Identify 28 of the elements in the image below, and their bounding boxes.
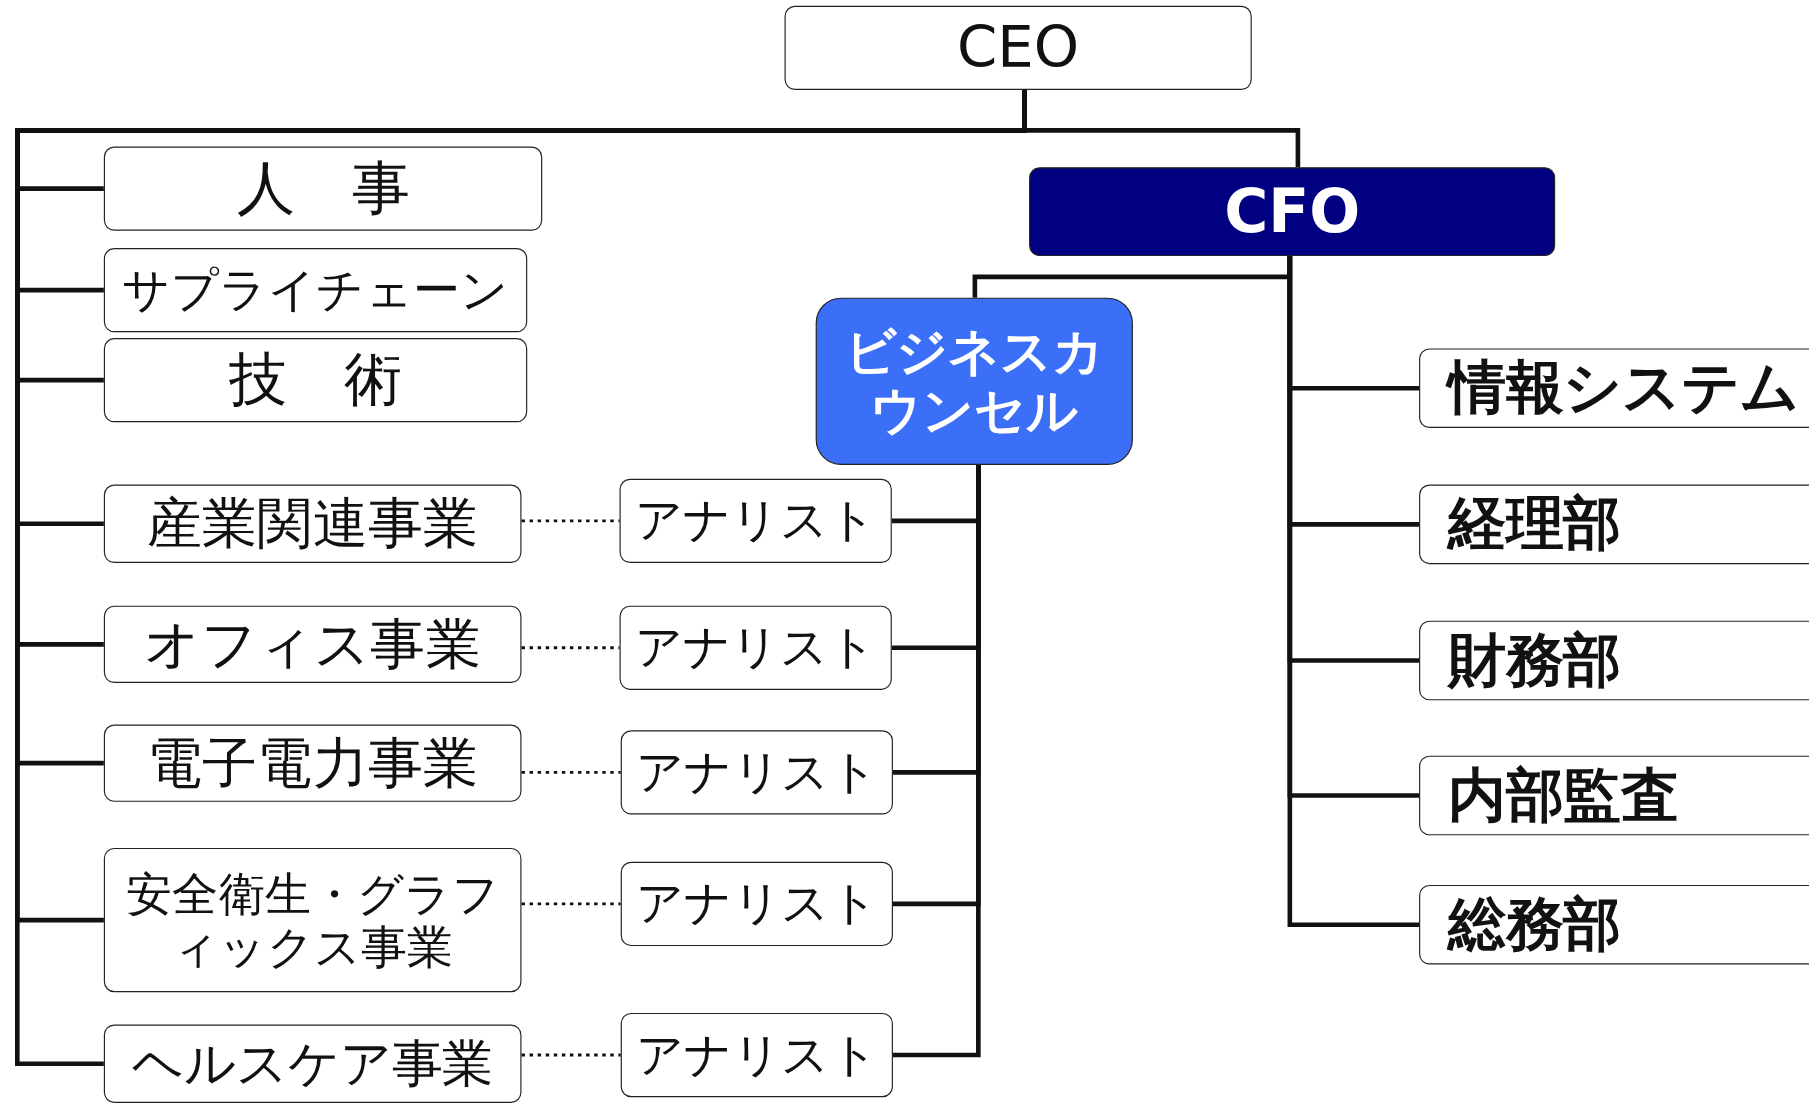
org-box: サプライチェーン: [103, 248, 528, 333]
dotted-connector: [521, 646, 620, 650]
org-box: 電子電力事業: [103, 724, 522, 802]
org-box: アナリスト: [619, 605, 892, 690]
dotted-connector: [521, 902, 621, 906]
connector-line: [1022, 90, 1301, 168]
org-box: 技 術: [103, 338, 528, 423]
org-box: アナリスト: [619, 478, 892, 563]
department-box: 経理部: [1419, 484, 1809, 565]
department-box: 総務部: [1419, 884, 1809, 965]
org-box: オフィス事業: [103, 605, 522, 683]
org-box: CEO: [784, 5, 1252, 90]
dotted-connector: [521, 519, 620, 523]
org-box: アナリスト: [620, 730, 893, 815]
cfo-box: CFO: [1029, 167, 1556, 257]
department-box: 情報システム: [1419, 348, 1809, 428]
department-box: 財務部: [1419, 620, 1809, 701]
counsel-box: ビジネスカウンセル: [815, 297, 1133, 465]
department-box: 内部監査: [1419, 755, 1809, 836]
dotted-connector: [521, 770, 621, 774]
org-box: アナリスト: [620, 1012, 893, 1098]
org-box: 安全衛生・グラフィックス事業: [103, 847, 522, 993]
dotted-connector: [521, 1053, 621, 1057]
org-box: 産業関連事業: [103, 484, 522, 563]
org-box: ヘルスケア事業: [103, 1024, 522, 1103]
org-box: 人 事: [103, 146, 543, 231]
connector-line: [1287, 256, 1420, 927]
org-box: アナリスト: [620, 861, 893, 947]
